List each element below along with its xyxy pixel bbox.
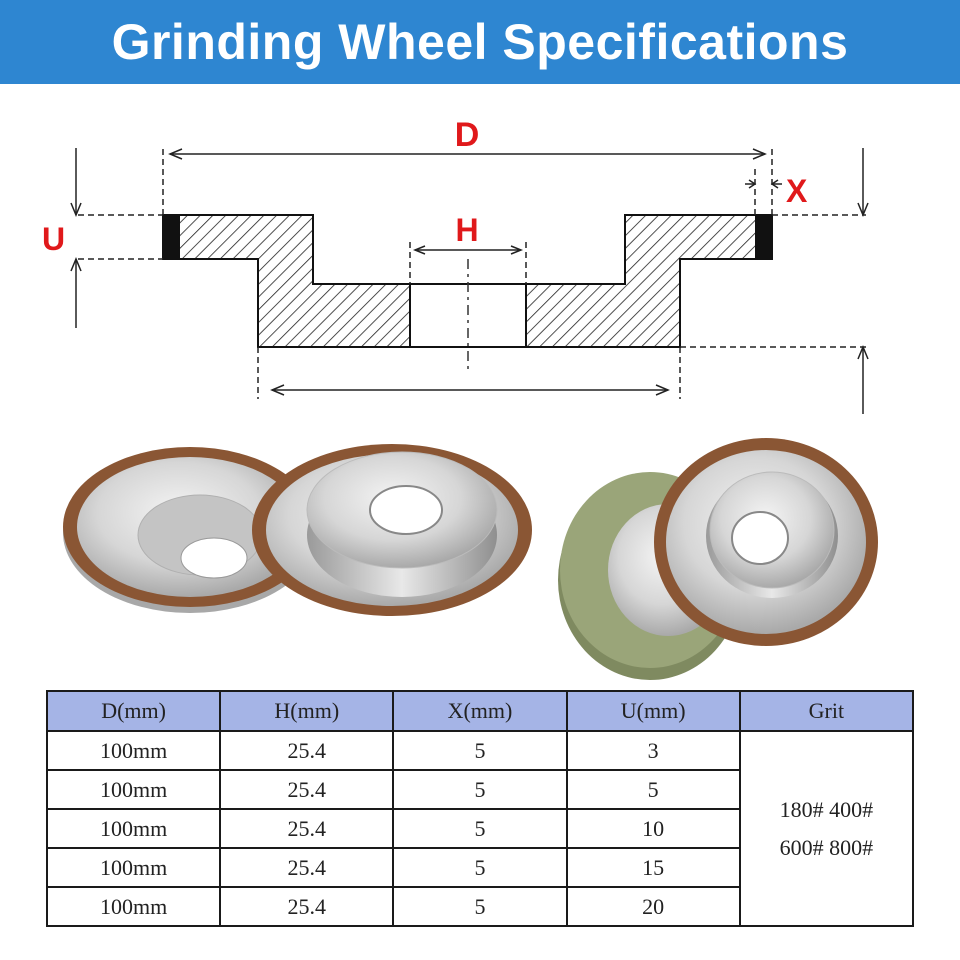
cell-d: 100mm <box>45 847 222 888</box>
cell-u: 15 <box>565 847 741 888</box>
abrasive-layer-left <box>163 215 180 259</box>
page-title: Grinding Wheel Specifications <box>111 14 849 70</box>
grit-line: 180# 400# <box>779 796 874 822</box>
table-row: 100mm 25.4 5 3 180# 400# 600# 800# <box>45 730 915 927</box>
dimension-lines <box>70 148 869 414</box>
header-d: D(mm) <box>45 690 222 732</box>
wheel-cross-section <box>162 214 773 374</box>
product-photos <box>63 438 878 680</box>
cell-d: 100mm <box>45 808 222 849</box>
abrasive-layer-right <box>755 215 772 259</box>
cell-x: 5 <box>392 886 568 927</box>
title-banner: Grinding Wheel Specifications <box>0 0 960 84</box>
cell-u: 10 <box>565 808 741 849</box>
label-x: X <box>786 173 808 209</box>
cell-d: 100mm <box>45 769 222 810</box>
header-u: U(mm) <box>565 690 741 732</box>
cell-h: 25.4 <box>219 886 395 927</box>
cell-d: 100mm <box>45 730 222 771</box>
cross-section-diagram: D H X U <box>42 116 869 414</box>
grit-cell: 180# 400# 600# 800# <box>738 730 915 927</box>
cell-h: 25.4 <box>219 730 395 771</box>
wheel-photo-2 <box>252 444 532 616</box>
cell-u: 3 <box>565 730 741 771</box>
table-row: 100mm 25.4 5 15 <box>45 847 913 888</box>
wheel-photo-1 <box>63 447 317 613</box>
cell-h: 25.4 <box>219 847 395 888</box>
cell-x: 5 <box>392 847 568 888</box>
table-row: 100mm 25.4 5 5 <box>45 769 913 810</box>
wheel-photo-3 <box>558 438 878 680</box>
label-u: U <box>42 221 65 257</box>
cell-x: 5 <box>392 769 568 810</box>
table-row: 100mm 25.4 5 20 <box>45 886 913 927</box>
cell-h: 25.4 <box>219 769 395 810</box>
label-d: D <box>455 116 480 154</box>
label-h: H <box>455 212 478 248</box>
spec-table: D(mm) H(mm) X(mm) U(mm) Grit 100mm 25.4 … <box>45 690 915 927</box>
cell-d: 100mm <box>45 886 222 927</box>
header-h: H(mm) <box>219 690 395 732</box>
table-header-row: D(mm) H(mm) X(mm) U(mm) Grit <box>45 690 915 732</box>
cell-h: 25.4 <box>219 808 395 849</box>
cell-u: 20 <box>565 886 741 927</box>
header-x: X(mm) <box>392 690 568 732</box>
grit-line: 600# 800# <box>779 834 874 860</box>
table-row: 100mm 25.4 5 10 <box>45 808 913 849</box>
header-grit: Grit <box>738 690 915 732</box>
cell-x: 5 <box>392 808 568 849</box>
cell-x: 5 <box>392 730 568 771</box>
cell-u: 5 <box>565 769 741 810</box>
